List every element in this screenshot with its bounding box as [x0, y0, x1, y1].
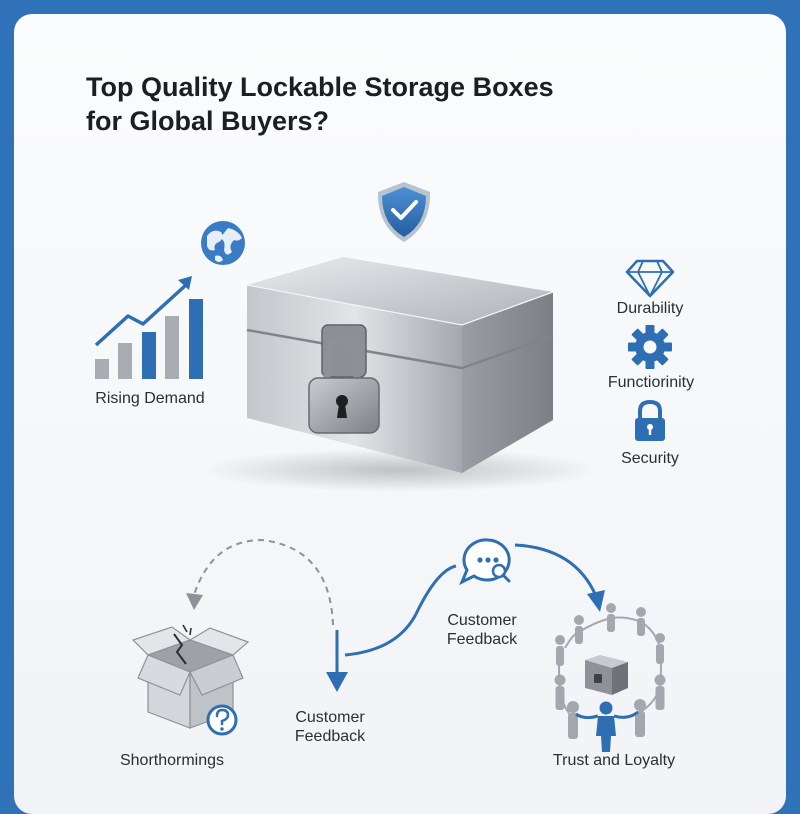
feedback-top-line-1: Customer [447, 612, 517, 629]
box-padlock-icon [308, 324, 380, 434]
down-arrow [326, 630, 348, 692]
people-circle-icon [554, 603, 666, 752]
rising-demand-chart-icon [94, 276, 203, 379]
globe-icon [201, 221, 245, 265]
feedback-bottom-line-1: Customer [295, 709, 365, 726]
padlock-icon [635, 399, 665, 441]
chat-search-icon [459, 538, 511, 586]
title-line-2: for Global Buyers? [86, 106, 330, 136]
page-title: Top Quality Lockable Storage Boxes for G… [86, 70, 686, 138]
title-line-1: Top Quality Lockable Storage Boxes [86, 72, 554, 102]
customer-feedback-bottom-label: Customer Feedback [295, 708, 365, 746]
question-icon [206, 704, 238, 736]
feedback-curve [344, 564, 457, 657]
shield-check-icon [377, 182, 431, 242]
dashed-return-arrow [186, 538, 334, 626]
security-label: Security [621, 450, 679, 467]
feedback-top-line-2: Feedback [446, 631, 518, 648]
trust-loyalty-label: Trust and Loyalty [552, 752, 676, 769]
shortcomings-label: Shorthormings [119, 752, 225, 769]
customer-feedback-top-label: Customer Feedback [447, 611, 517, 649]
functionality-label: Functiorinity [607, 374, 695, 391]
feedback-bottom-line-2: Feedback [294, 728, 366, 745]
durability-label: Durability [616, 300, 684, 317]
gear-icon [628, 325, 672, 369]
lockable-storage-box [200, 257, 600, 492]
rising-demand-label: Rising Demand [95, 390, 205, 407]
trust-arrow [514, 543, 605, 612]
diamond-icon [625, 259, 675, 298]
